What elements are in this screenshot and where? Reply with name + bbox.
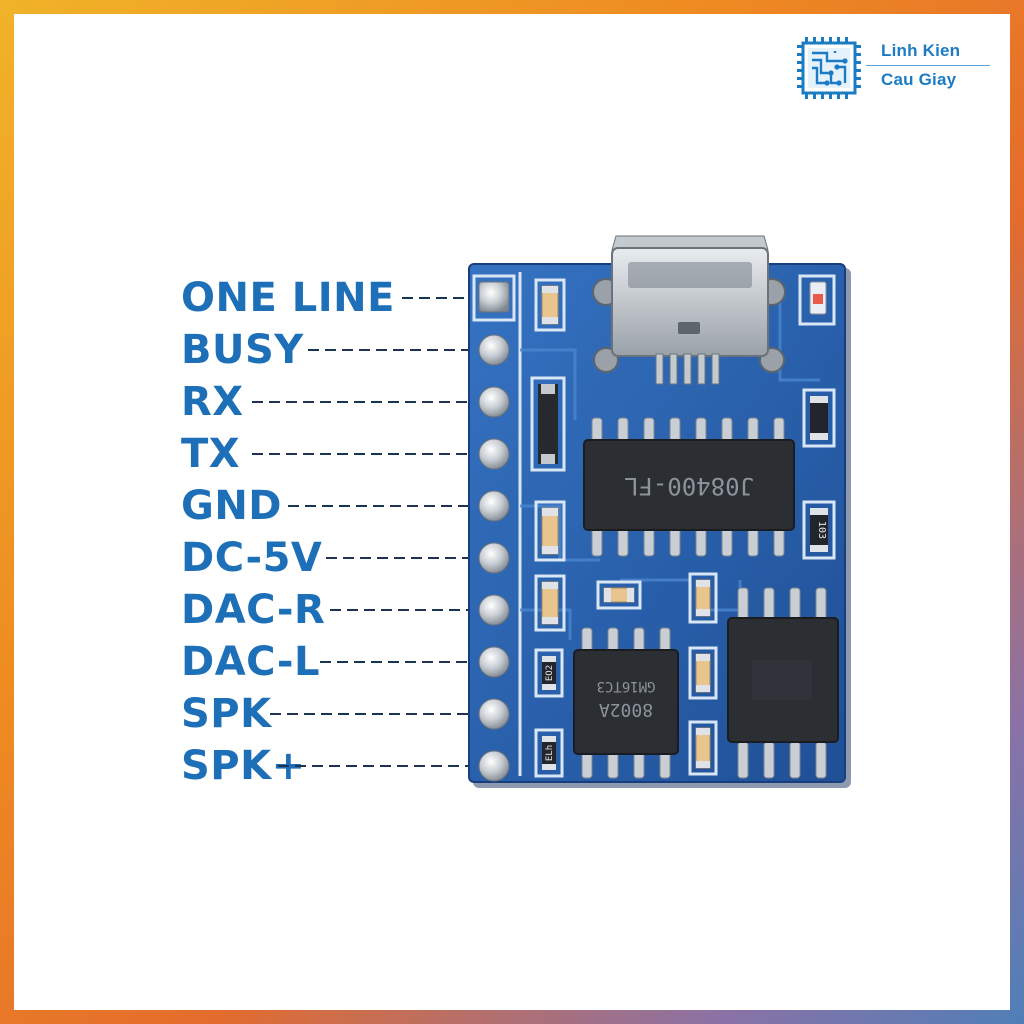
resistor-right-top (802, 388, 836, 448)
capacitor-lower (688, 646, 718, 700)
resistor-right-mid: 103 (802, 500, 836, 560)
capacitor-right-center (688, 572, 718, 624)
pin-label-busy: BUSY (181, 327, 304, 373)
pad-square (478, 281, 510, 313)
capacitor-mid-1 (534, 500, 566, 562)
brand-name-line2: Cau Giay (881, 70, 957, 89)
pin-label-one-line: ONE LINE (181, 275, 395, 321)
pad-spk (478, 698, 510, 730)
pin1-marker (472, 274, 516, 322)
micro-usb-connector (592, 235, 786, 385)
amp-chip-marking-1: 8002A (599, 699, 653, 720)
pad-dac-r (478, 594, 510, 626)
pin-label-dac-l: DAC-L (181, 639, 321, 685)
pad-tx (478, 438, 510, 470)
circuit-chip-icon (797, 37, 861, 99)
capacitor-center (596, 580, 642, 610)
resistor-eo2: EO2 (534, 648, 564, 698)
header-pads (478, 281, 510, 782)
pad-dc-5v (478, 542, 510, 574)
capacitor-top (534, 278, 566, 332)
flash-memory-chip (727, 587, 839, 779)
led (798, 274, 836, 326)
resistor-elh: ELh (534, 728, 564, 778)
pad-spk-plus (478, 750, 510, 782)
pad-rx (478, 386, 510, 418)
resistor-code-103: 103 (816, 521, 827, 539)
leader-lines (252, 297, 468, 767)
pin-label-spk: SPK (181, 691, 272, 737)
diode (530, 376, 566, 472)
resistor-code-eo2: EO2 (545, 665, 555, 681)
pin-label-rx: RX (181, 379, 244, 425)
amp-chip-marking-2: GM16TC3 (596, 678, 655, 694)
pin-label-dc-5v: DC-5V (181, 535, 323, 581)
pad-gnd (478, 490, 510, 522)
main-chip-marking: J08400-FL (624, 472, 754, 500)
pad-busy (478, 334, 510, 366)
pin-label-dac-r: DAC-R (181, 587, 326, 633)
pad-dac-l (478, 646, 510, 678)
pin-label-tx: TX (181, 431, 241, 477)
amplifier-chip: 8002A GM16TC3 (573, 627, 679, 779)
capacitor-bottom (688, 720, 718, 776)
brand-divider (866, 65, 990, 66)
resistor-code-elh: ELh (545, 745, 555, 761)
pin-label-gnd: GND (181, 483, 283, 529)
main-decoder-chip: J08400-FL (583, 417, 795, 557)
brand-name-line1: Linh Kien (881, 41, 961, 60)
capacitor-mid-2 (534, 574, 566, 632)
